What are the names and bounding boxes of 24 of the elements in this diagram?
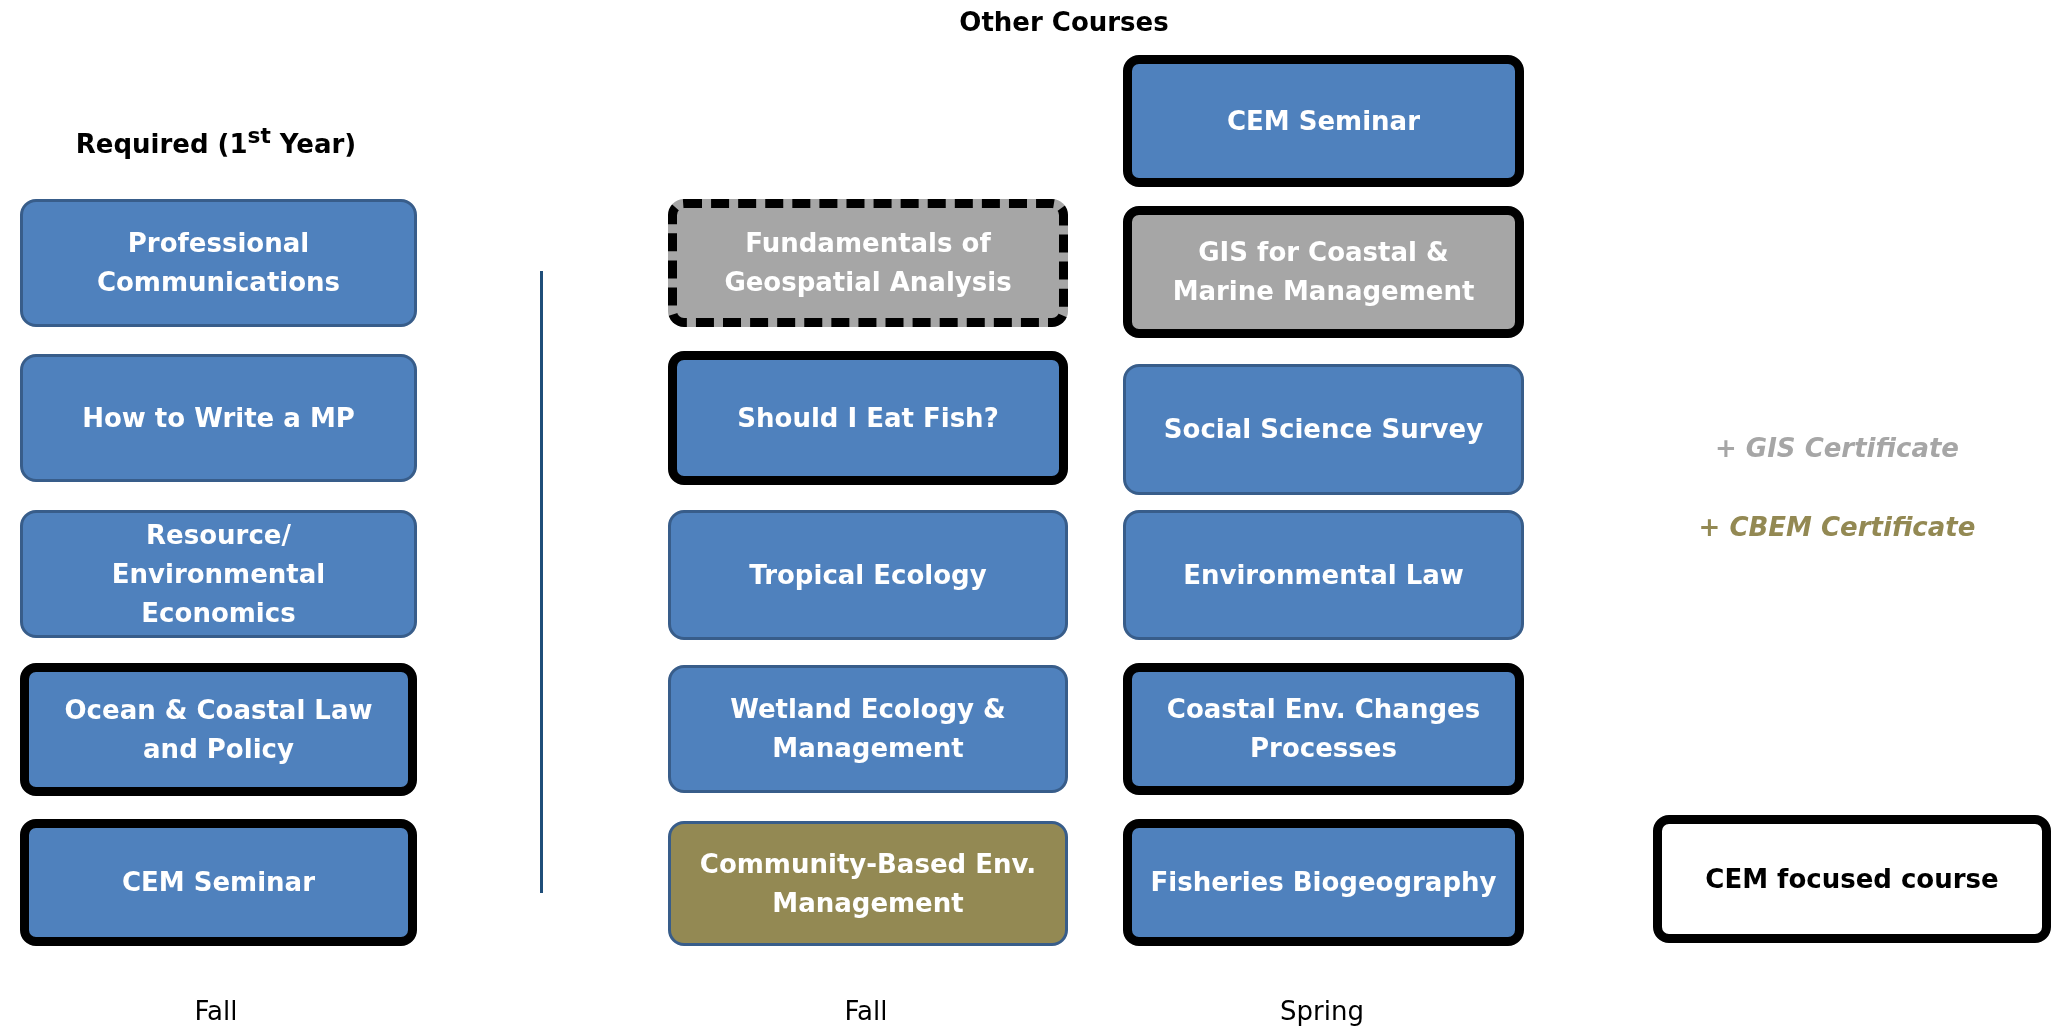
legend-box: CEM focused course bbox=[1653, 815, 2051, 943]
course-box: Professional Communications bbox=[20, 199, 417, 327]
course-box: Fundamentals of Geospatial Analysis bbox=[668, 199, 1068, 327]
course-box: Ocean & Coastal Law and Policy bbox=[20, 663, 417, 796]
term-label: Fall bbox=[844, 996, 888, 1026]
course-box: Resource/ Environmental Economics bbox=[20, 510, 417, 638]
course-box: Wetland Ecology & Management bbox=[668, 665, 1068, 793]
course-box: CEM Seminar bbox=[1123, 55, 1524, 187]
legend-text: + GIS Certificate bbox=[1715, 433, 1959, 463]
section-heading: Required (1$^{st}$ Year) bbox=[75, 123, 357, 159]
course-box: Community-Based Env. Management bbox=[668, 821, 1068, 946]
course-box: Fisheries Biogeography bbox=[1123, 819, 1524, 946]
course-box: Coastal Env. Changes Processes bbox=[1123, 663, 1524, 795]
term-label: Fall bbox=[194, 996, 238, 1026]
term-label: Spring bbox=[1280, 996, 1364, 1026]
course-box: CEM Seminar bbox=[20, 819, 417, 946]
course-box: How to Write a MP bbox=[20, 354, 417, 482]
course-box: Should I Eat Fish? bbox=[668, 351, 1068, 485]
legend-text: + CBEM Certificate bbox=[1698, 512, 1976, 542]
course-box: GIS for Coastal & Marine Management bbox=[1123, 206, 1524, 338]
section-heading: Other Courses bbox=[959, 7, 1169, 37]
course-box: Tropical Ecology bbox=[668, 510, 1068, 640]
course-box: Environmental Law bbox=[1123, 510, 1524, 640]
course-box: Social Science Survey bbox=[1123, 364, 1524, 495]
